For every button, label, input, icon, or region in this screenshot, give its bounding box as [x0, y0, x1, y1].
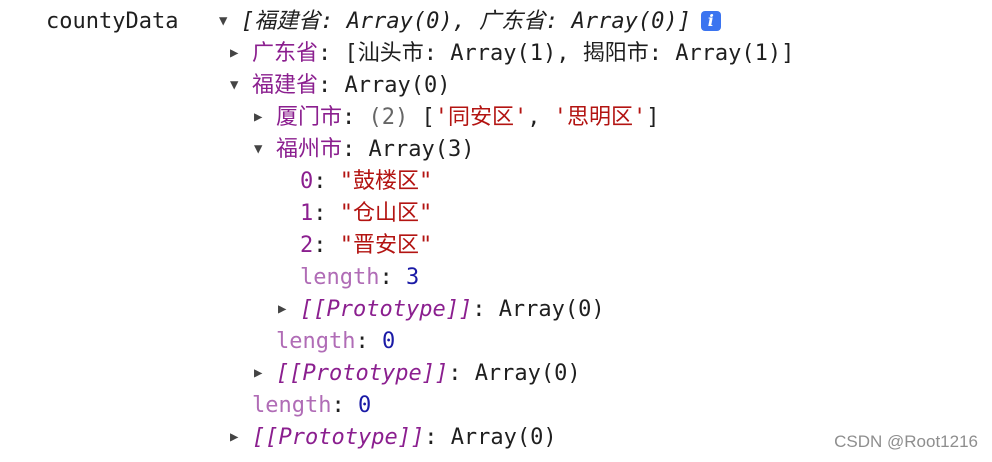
console-row-root[interactable]: countyData ▼ [福建省: Array(0), 广东省: Array(0… [46, 6, 721, 38]
collapsed-triangle-icon[interactable]: ▶ [230, 429, 239, 445]
number-value: 0 [381, 329, 396, 354]
collapsed-triangle-icon[interactable]: ▶ [278, 301, 287, 317]
number-value: 0 [357, 393, 372, 418]
length-row[interactable]: length: 0 [276, 329, 396, 354]
prototype-row[interactable]: ▶[[Prototype]]: Array(0) [278, 294, 605, 326]
length-row[interactable]: length: 0 [252, 393, 372, 418]
length-key: length [252, 393, 332, 418]
tree-row-guangdong[interactable]: ▶广东省: [汕头市: Array(1), 揭阳市: Array(1)] [230, 38, 794, 70]
prototype-key: [[Prototype]] [276, 361, 449, 386]
array-item-row[interactable]: 1: "仓山区" [300, 201, 433, 226]
prototype-value: Array(0) [450, 425, 557, 450]
string-value: '同安区' [434, 105, 528, 130]
string-value: '思明区' [553, 105, 647, 130]
length-row[interactable]: length: 3 [300, 265, 420, 290]
watermark-text: CSDN @Root1216 [834, 432, 978, 451]
variable-name: countyData [46, 9, 179, 34]
length-key: length [276, 329, 356, 354]
array-index: 0 [300, 169, 314, 194]
number-value: 3 [405, 265, 420, 290]
collapsed-triangle-icon[interactable]: ▶ [254, 109, 263, 125]
array-index: 2 [300, 233, 314, 258]
property-key: 厦门市 [276, 105, 343, 130]
length-key: length [300, 265, 380, 290]
property-preview: [汕头市: Array(1), 揭阳市: Array(1)] [344, 41, 795, 66]
array-item-row[interactable]: 2: "晋安区" [300, 233, 433, 258]
array-index: 1 [300, 201, 314, 226]
prototype-value: Array(0) [498, 297, 605, 322]
property-key: 福建省 [252, 73, 319, 98]
string-value: "晋安区" [339, 233, 433, 258]
root-preview: [福建省: Array(0), 广东省: Array(0)] [240, 9, 691, 34]
expanded-triangle-icon[interactable]: ▼ [218, 13, 228, 29]
expanded-triangle-icon[interactable]: ▼ [254, 141, 263, 157]
string-value: "鼓楼区" [339, 169, 433, 194]
collapsed-triangle-icon[interactable]: ▶ [230, 45, 239, 61]
property-value: Array(0) [344, 73, 451, 98]
array-item-row[interactable]: 0: "鼓楼区" [300, 169, 433, 194]
property-key: 广东省 [252, 41, 319, 66]
array-count: (2) [368, 105, 409, 130]
tree-row-fujian[interactable]: ▼福建省: Array(0) [230, 70, 450, 102]
prototype-key: [[Prototype]] [300, 297, 473, 322]
expanded-triangle-icon[interactable]: ▼ [230, 77, 239, 93]
property-value: Array(3) [368, 137, 475, 162]
property-key: 福州市 [276, 137, 343, 162]
prototype-row[interactable]: ▶[[Prototype]]: Array(0) [230, 422, 557, 454]
prototype-key: [[Prototype]] [252, 425, 425, 450]
tree-row-fuzhou[interactable]: ▼福州市: Array(3) [254, 134, 474, 166]
tree-row-xiamen[interactable]: ▶厦门市: (2) ['同安区', '思明区'] [254, 102, 660, 134]
collapsed-triangle-icon[interactable]: ▶ [254, 365, 263, 381]
info-icon[interactable]: i [700, 11, 721, 31]
prototype-row[interactable]: ▶[[Prototype]]: Array(0) [254, 358, 581, 390]
prototype-value: Array(0) [474, 361, 581, 386]
string-value: "仓山区" [339, 201, 433, 226]
